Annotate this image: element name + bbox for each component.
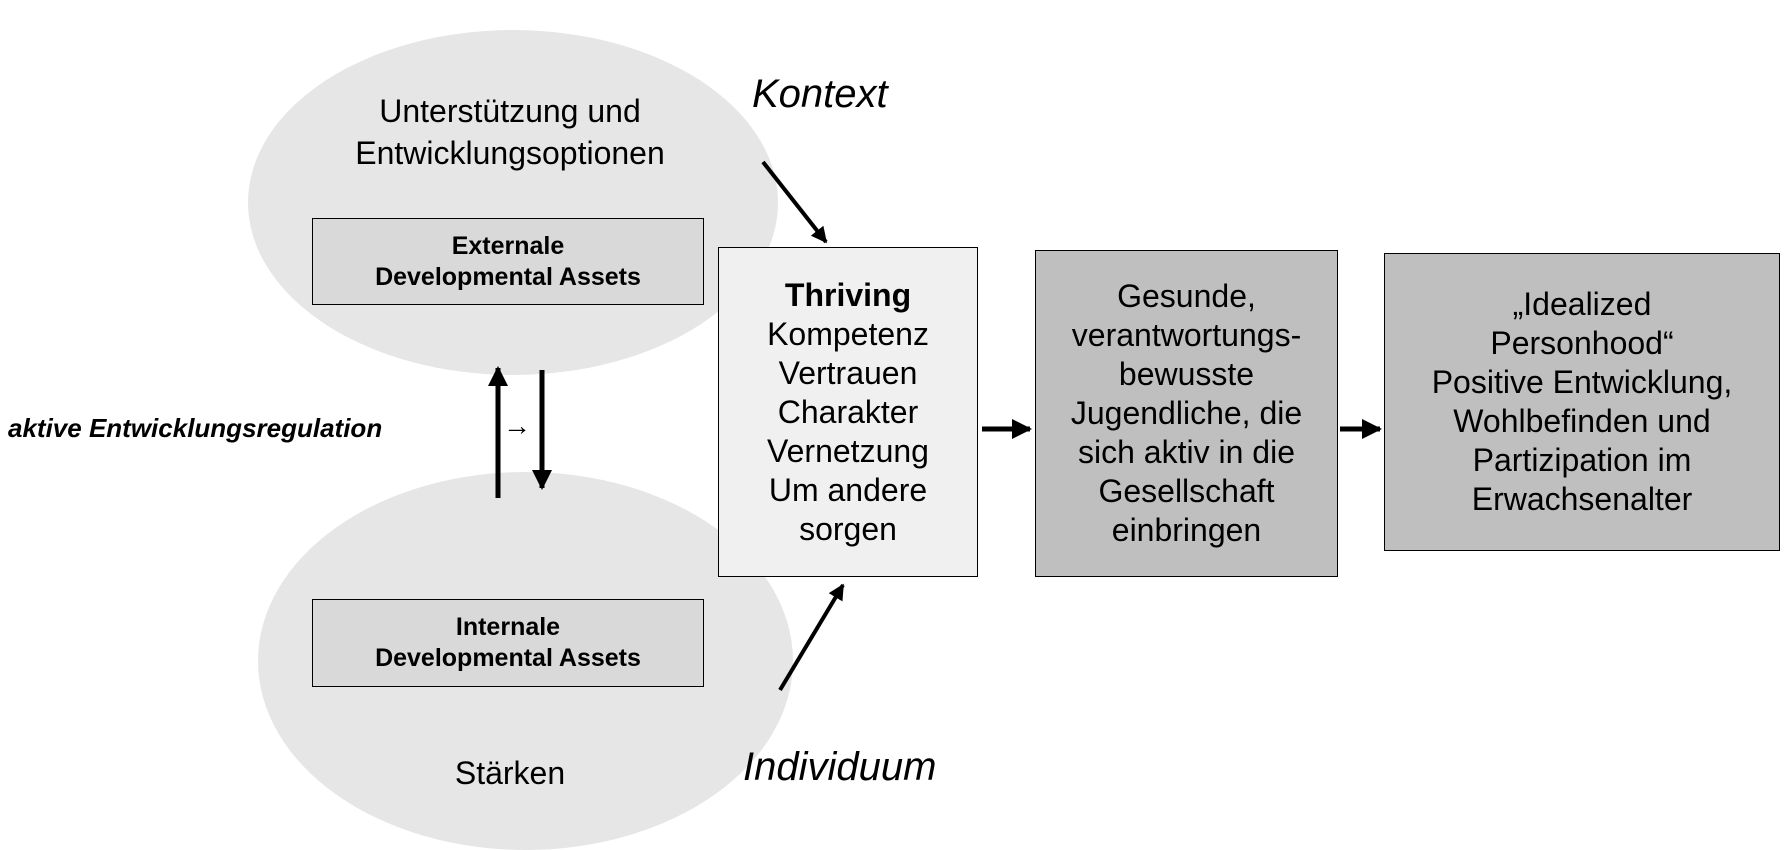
context-ellipse bbox=[248, 30, 778, 375]
context-to-thriving-arrow bbox=[761, 160, 828, 244]
regulation-label: aktive Entwicklungsregulation bbox=[8, 413, 383, 443]
adult-outcome-line: „Idealized bbox=[1512, 286, 1652, 322]
adult-outcome-line: Partizipation im bbox=[1472, 442, 1692, 478]
youth-outcome-line: Gesunde, bbox=[1117, 278, 1256, 314]
thriving-box: Thriving Kompetenz Vertrauen Charakter V… bbox=[718, 247, 978, 577]
adult-outcome-line: Erwachsenalter bbox=[1471, 481, 1693, 517]
adult-outcome-box: „Idealized Personhood“ Positive Entwickl… bbox=[1384, 253, 1780, 551]
support-text-line2: Entwicklungsoptionen bbox=[355, 135, 665, 171]
context-label: Kontext bbox=[752, 72, 888, 116]
adult-outcome-line: Positive Entwicklung, bbox=[1431, 364, 1733, 400]
internal-assets-line2: Developmental Assets bbox=[375, 644, 641, 672]
thriving-item: Vernetzung bbox=[767, 432, 929, 469]
youth-outcome-line: sich aktiv in die bbox=[1078, 434, 1295, 470]
adult-outcome-line: Wohlbefinden und bbox=[1453, 403, 1711, 439]
individual-label: Individuum bbox=[743, 745, 937, 789]
youth-outcome-line: Jugendliche, die bbox=[1070, 395, 1303, 431]
thriving-item: sorgen bbox=[799, 510, 897, 547]
adult-outcome-line: Personhood“ bbox=[1490, 325, 1674, 361]
youth-outcome-line: einbringen bbox=[1111, 512, 1262, 548]
thriving-title: Thriving bbox=[784, 276, 912, 313]
thriving-item: Vertrauen bbox=[778, 354, 918, 391]
youth-outcome-line: verantwortungs- bbox=[1071, 317, 1302, 353]
individual-to-thriving-arrow bbox=[778, 583, 845, 692]
regulation-arrow-glyph: → bbox=[503, 410, 531, 441]
support-options-text: Unterstützung und Entwicklungsoptionen bbox=[270, 90, 750, 174]
strengths-text: Stärken bbox=[454, 755, 566, 791]
external-assets-line1: Externale bbox=[451, 231, 565, 260]
internal-assets-box: Internale Developmental Assets bbox=[312, 599, 704, 687]
internal-assets-line1: Internale bbox=[455, 613, 561, 641]
youth-outcome-line: bewusste bbox=[1118, 356, 1255, 392]
thriving-item: Um andere bbox=[768, 471, 928, 508]
external-assets-box: Externale Developmental Assets bbox=[312, 218, 704, 305]
thriving-item: Kompetenz bbox=[767, 315, 929, 352]
support-text-line1: Unterstützung und bbox=[379, 93, 641, 129]
thriving-item: Charakter bbox=[777, 393, 919, 430]
youth-outcome-box: Gesunde, verantwortungs- bewusste Jugend… bbox=[1035, 250, 1338, 577]
external-assets-line2: Developmental Assets bbox=[375, 262, 641, 291]
youth-outcome-line: Gesellschaft bbox=[1098, 473, 1275, 509]
